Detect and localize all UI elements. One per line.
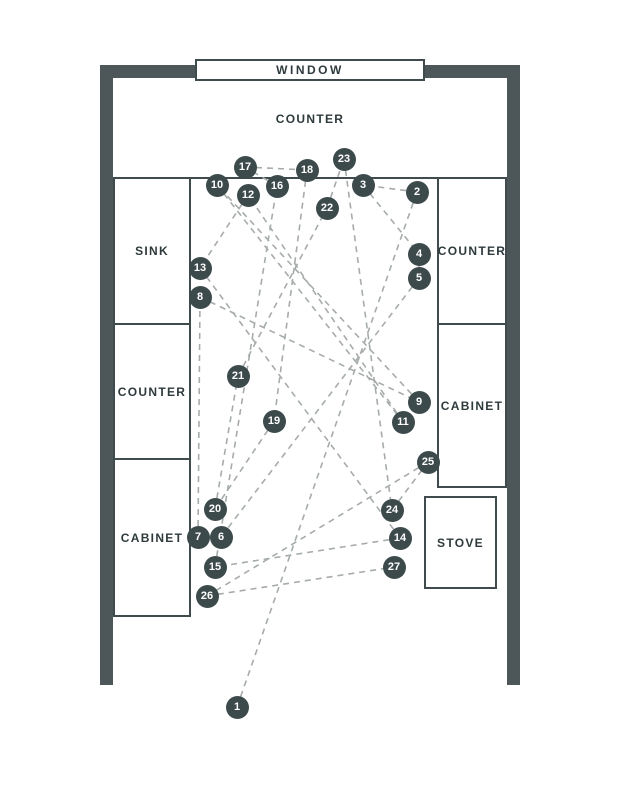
path-edge-14-15 <box>214 537 401 568</box>
path-edge-7-8 <box>197 296 201 538</box>
step-node-27: 27 <box>382 555 406 579</box>
room-cabinet-left: CABINET <box>113 458 191 617</box>
room-cabinet-right: CABINET <box>437 323 507 488</box>
step-node-3: 3 <box>351 173 375 197</box>
step-node-9: 9 <box>407 390 431 414</box>
room-counter-right: COUNTER <box>437 177 507 325</box>
left-counter-label: COUNTER <box>117 384 187 399</box>
step-node-4: 4 <box>407 242 431 266</box>
step-node-10: 10 <box>205 173 229 197</box>
path-edge-1-2 <box>236 191 418 708</box>
sink-label: SINK <box>135 244 169 258</box>
path-edge-21-22 <box>237 207 328 377</box>
step-node-2: 2 <box>405 180 429 204</box>
step-node-6: 6 <box>209 525 233 549</box>
step-node-5: 5 <box>407 266 431 290</box>
step-node-8: 8 <box>188 285 212 309</box>
wall-left <box>100 65 113 685</box>
step-node-21: 21 <box>226 364 250 388</box>
step-node-1: 1 <box>225 695 249 719</box>
path-edge-11-12 <box>247 194 404 423</box>
step-node-19: 19 <box>262 409 286 433</box>
path-edge-26-27 <box>206 566 395 597</box>
step-node-22: 22 <box>315 196 339 220</box>
right-counter-label: COUNTER <box>437 244 507 258</box>
step-node-18: 18 <box>295 158 319 182</box>
room-sink: SINK <box>113 177 191 325</box>
path-edge-23-24 <box>343 158 393 511</box>
path-edge-13-14 <box>199 267 401 539</box>
step-node-23: 23 <box>332 147 356 171</box>
step-node-25: 25 <box>416 450 440 474</box>
step-node-16: 16 <box>265 174 289 198</box>
path-edge-5-6 <box>220 277 420 538</box>
path-edge-10-11 <box>216 184 404 423</box>
path-edge-19-20 <box>214 420 275 510</box>
step-node-12: 12 <box>236 183 260 207</box>
room-stove: STOVE <box>424 496 497 589</box>
path-edge-18-19 <box>273 169 308 422</box>
room-counter-left: COUNTER <box>113 323 191 460</box>
step-node-17: 17 <box>233 155 257 179</box>
window-box: WINDOW <box>195 59 425 81</box>
wall-right <box>507 65 520 685</box>
window-label: WINDOW <box>276 63 344 77</box>
step-node-13: 13 <box>188 256 212 280</box>
left-cabinet-label: CABINET <box>120 530 184 545</box>
right-cabinet-label: CABINET <box>440 398 504 413</box>
path-edge-12-13 <box>199 194 249 269</box>
step-node-7: 7 <box>186 525 210 549</box>
step-node-26: 26 <box>195 584 219 608</box>
step-node-15: 15 <box>203 555 227 579</box>
path-edge-20-21 <box>214 375 239 510</box>
step-node-14: 14 <box>388 526 412 550</box>
step-node-24: 24 <box>380 498 404 522</box>
step-node-11: 11 <box>391 410 415 434</box>
stove-label: STOVE <box>437 535 484 550</box>
step-node-20: 20 <box>203 497 227 521</box>
top-counter-label: COUNTER <box>275 112 345 126</box>
